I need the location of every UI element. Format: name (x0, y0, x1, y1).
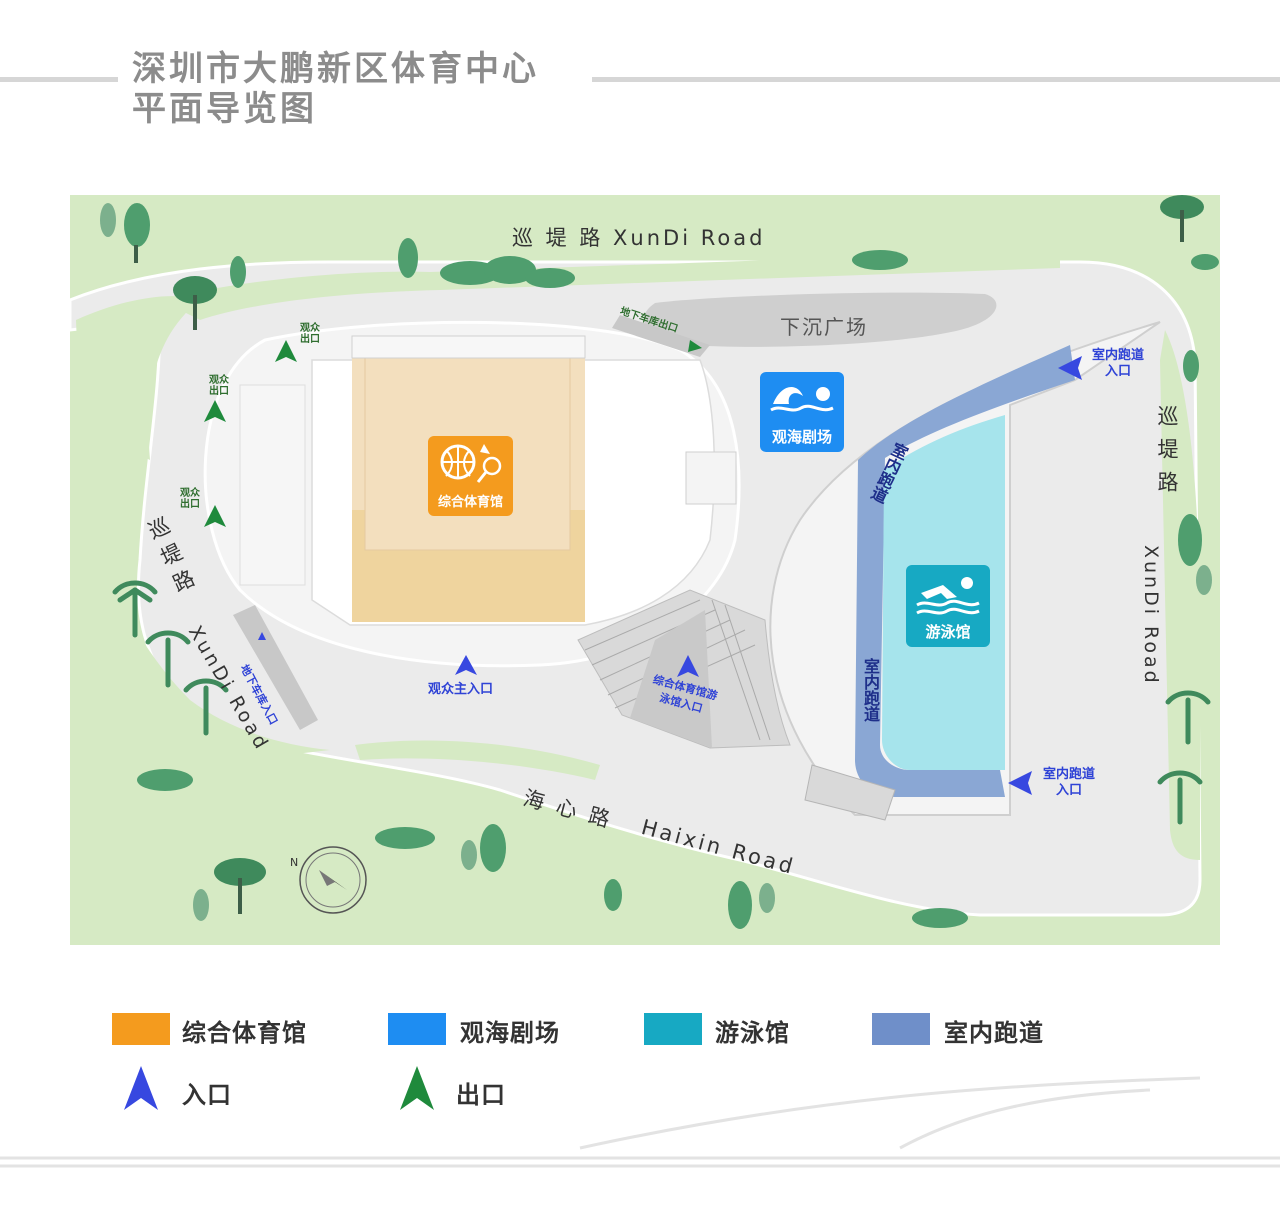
grass-strip-left (76, 296, 200, 460)
legend-swatch-indoor-track (872, 1013, 930, 1045)
legend-entrance-icon (124, 1066, 158, 1110)
track-entrance-label-bottom[interactable]: 室内跑道入口 (1042, 767, 1095, 798)
aquatic-stairs (804, 764, 896, 821)
palm-trees (112, 580, 1211, 825)
legend-label-indoor-track: 室内跑道 (944, 1019, 1044, 1047)
legend-swatch-gymnasium (112, 1013, 170, 1045)
parking-ramp-left (233, 605, 318, 730)
legend-label-exit: 出口 (456, 1081, 506, 1109)
road-label-xundi-right-en: XunDi Road (1140, 545, 1162, 686)
legend-label-entrance: 入口 (182, 1081, 232, 1109)
sunken-plaza-label: 下沉广场 (780, 315, 868, 339)
indoor-track-label-lower: 室内跑道 (861, 658, 880, 722)
grass-strip-mid (355, 740, 600, 780)
legend-exit-icon (400, 1066, 434, 1110)
legend-label-sea-theater: 观海剧场 (460, 1019, 560, 1047)
parking-ramp-top (612, 315, 710, 357)
gymnasium-badge-label: 综合体育馆 (437, 495, 503, 510)
center-ramp (630, 610, 712, 748)
audience-exit-label-2[interactable]: 观众出口 (209, 375, 229, 397)
natatorium-badge[interactable]: 游泳馆 (906, 565, 990, 647)
page-title: 深圳市大鹏新区体育中心 (132, 49, 539, 89)
audience-main-entrance-label[interactable]: 观众主入口 (428, 682, 494, 697)
stadium-west-wing (239, 384, 306, 586)
sea-theater-badge-label: 观海剧场 (771, 428, 832, 446)
footer-decoration (0, 1076, 1280, 1168)
title-rule-left (0, 77, 118, 82)
audience-exit-label-3[interactable]: 观众出口 (180, 488, 200, 510)
gym-top-strip (351, 335, 586, 359)
road-label-xundi-top: 巡 堤 路 XunDi Road (512, 226, 766, 250)
legend-swatch-sea-theater (388, 1013, 446, 1045)
compass (299, 846, 367, 914)
track-entrance-label-top[interactable]: 室内跑道入口 (1091, 348, 1144, 379)
audience-exit-label-1[interactable]: 观众出口 (300, 323, 320, 345)
sea-theater-badge[interactable]: 观海剧场 (760, 372, 844, 452)
indoor-track-shape (855, 345, 1075, 797)
trees (100, 195, 1212, 929)
legend-label-gymnasium: 综合体育馆 (182, 1019, 307, 1047)
bushes (137, 250, 1219, 928)
gymnasium-badge[interactable]: 综合体育馆 (428, 436, 513, 516)
exit-arrows (204, 340, 702, 527)
natatorium-badge-label: 游泳馆 (925, 623, 971, 641)
compass-north-label: N (290, 856, 299, 869)
title-rule-right (592, 77, 1280, 82)
grass-strip-top (160, 250, 1060, 320)
legend-swatch-natatorium (644, 1013, 702, 1045)
sunken-plaza-shape (643, 292, 997, 347)
grass-left-corner (70, 500, 330, 780)
swimmer-icon (916, 577, 980, 615)
page-subtitle: 平面导览图 (132, 89, 317, 129)
legend-label-natatorium: 游泳馆 (715, 1019, 790, 1047)
basketball-badminton-icon (440, 444, 502, 483)
entrance-arrows (258, 356, 1082, 795)
grass-bottom-band (70, 790, 1220, 945)
road-label-xundi-right-cn: 巡堤路 (1155, 405, 1179, 504)
stadium-east-stair (685, 451, 737, 505)
wave-sun-icon (770, 386, 834, 412)
